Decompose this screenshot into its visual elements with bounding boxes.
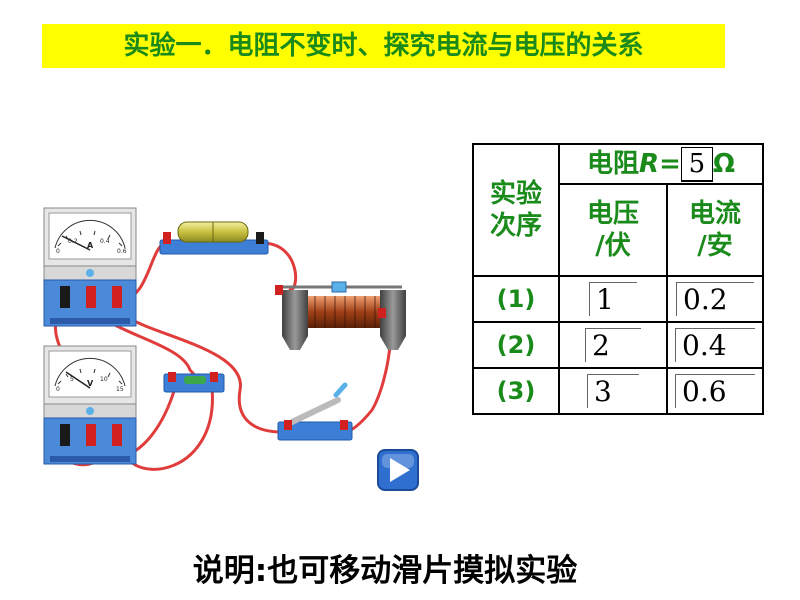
voltage-input[interactable]: 2 [585,328,641,362]
voltage-header-label: 电压 [586,199,639,229]
voltmeter-scale-label: 0 [56,386,60,393]
ammeter-scale-label: 0.4 [100,238,110,245]
play-icon [390,458,410,482]
wire [260,241,298,292]
voltage-unit-label: /伏 [595,231,631,261]
voltage-cell: 1 [558,275,668,323]
fixed-resistor [163,372,225,393]
resistance-prefix: 电阻 [587,148,640,179]
row-label: (2) [472,321,560,369]
ammeter: 0 0.2 0.4 0.6 A [43,207,137,327]
voltmeter: 0 5 10 15 V [43,345,137,465]
voltmeter-scale-label: 10 [100,376,108,383]
page-title: 实验一．电阻不变时、探究电流与电压的关系 [123,31,644,61]
play-button[interactable] [377,449,419,491]
resistance-equals: = [659,148,681,179]
instruction-note: 说明:也可移动滑片摸拟实验 [192,553,578,589]
table-row: (3) 3 0.6 [472,367,764,415]
resistance-unit: Ω [712,148,735,179]
table-row: (1) 1 0.2 [472,275,764,323]
current-cell: 0.4 [666,321,764,369]
current-input[interactable]: 0.2 [676,282,754,316]
row-label: (3) [472,367,560,415]
row-label: (1) [472,275,560,323]
title-banner: 实验一．电阻不变时、探究电流与电压的关系 [42,24,725,68]
voltage-cell: 2 [558,321,668,369]
table-header-voltage: 电压 /伏 [558,183,668,277]
voltage-input[interactable]: 3 [587,374,639,408]
ammeter-scale-label: 0 [56,248,60,255]
table-header-current: 电流 /安 [666,183,764,277]
ammeter-scale-label: 0.6 [117,248,127,255]
voltage-input[interactable]: 1 [589,282,637,316]
resistance-value-input[interactable]: 5 [680,146,713,182]
current-input[interactable]: 0.6 [675,374,755,408]
switch [277,382,353,441]
wire [116,298,284,434]
current-cell: 0.2 [666,275,764,323]
current-unit-label: /安 [697,231,733,261]
current-input[interactable]: 0.4 [675,328,755,362]
voltmeter-scale-label: 5 [70,376,74,383]
voltmeter-scale-label: 15 [116,386,124,393]
ammeter-unit-label: A [87,241,94,250]
resistance-symbol: R [639,148,660,179]
rheostat [275,281,406,350]
voltmeter-unit-label: V [87,379,94,388]
current-header-label: 电流 [688,199,741,229]
circuit-diagram: 0 0.2 0.4 0.6 A 0 5 10 15 V [43,207,419,491]
table-row: (2) 2 0.4 [472,321,764,369]
table-header-order: 实验次序 [472,143,560,277]
ammeter-scale-label: 0.2 [68,238,78,245]
header-order-text: 实验次序 [489,179,542,241]
current-cell: 0.6 [666,367,764,415]
voltage-cell: 3 [558,367,668,415]
battery [159,221,269,255]
